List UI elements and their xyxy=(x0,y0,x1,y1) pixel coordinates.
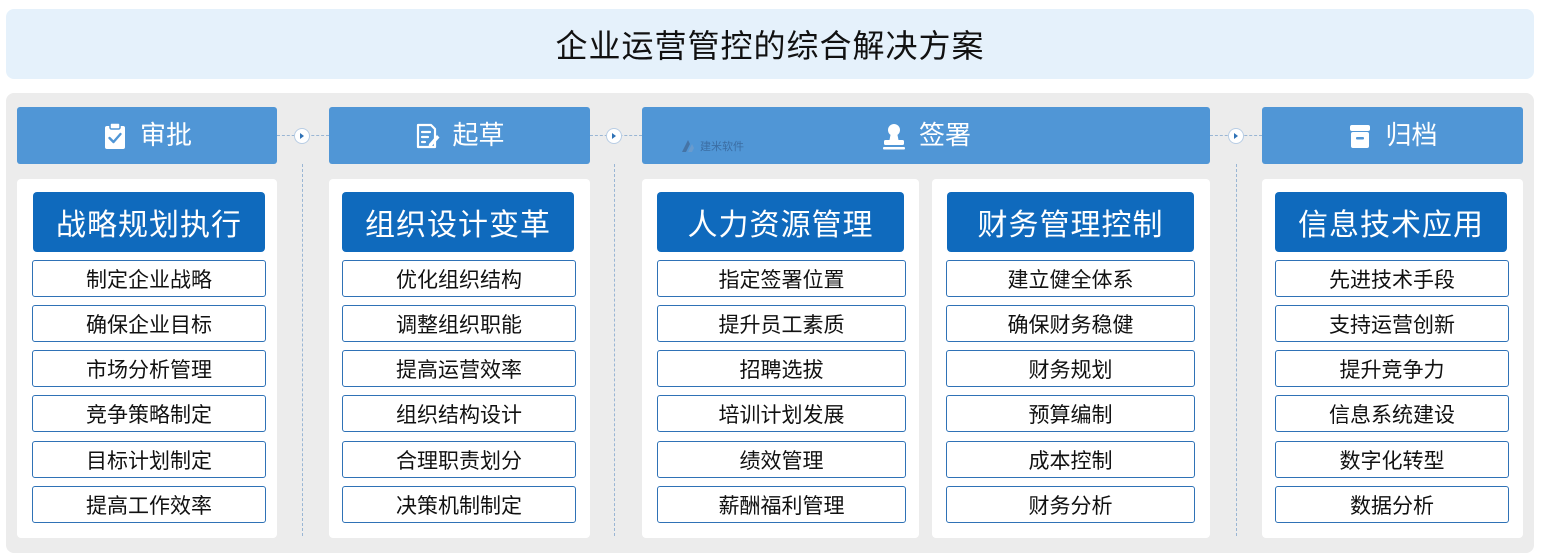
card-hr: 人力资源管理 指定签署位置 提升员工素质 招聘选拔 培训计划发展 绩效管理 薪酬… xyxy=(642,179,919,538)
divider-line xyxy=(302,164,303,536)
list-item: 招聘选拔 xyxy=(657,350,906,387)
list-item: 支持运营创新 xyxy=(1275,305,1509,342)
watermark: 建米软件 xyxy=(680,138,744,154)
clipboard-check-icon xyxy=(102,121,128,150)
title-bar: 企业运营管控的综合解决方案 xyxy=(6,9,1534,79)
list-item: 确保财务稳健 xyxy=(946,305,1195,342)
stage-approve: 审批 xyxy=(17,107,277,164)
list-item: 绩效管理 xyxy=(657,441,906,478)
card-heading: 战略规划执行 xyxy=(33,192,265,252)
list-item: 市场分析管理 xyxy=(32,350,266,387)
list-item: 财务分析 xyxy=(946,486,1195,523)
card-it: 信息技术应用 先进技术手段 支持运营创新 提升竞争力 信息系统建设 数字化转型 … xyxy=(1262,179,1523,538)
list-item: 组织结构设计 xyxy=(342,395,576,432)
chevron-right-icon xyxy=(606,128,622,144)
card-heading: 财务管理控制 xyxy=(947,192,1194,252)
card-finance: 财务管理控制 建立健全体系 确保财务稳健 财务规划 预算编制 成本控制 财务分析 xyxy=(932,179,1210,538)
stage-label: 签署 xyxy=(918,120,971,151)
list-item: 制定企业战略 xyxy=(32,260,266,297)
list-item: 提高工作效率 xyxy=(32,486,266,523)
card-heading: 人力资源管理 xyxy=(657,192,904,252)
list-item: 薪酬福利管理 xyxy=(657,486,906,523)
list-item: 财务规划 xyxy=(946,350,1195,387)
edit-document-icon xyxy=(414,122,440,150)
list-item: 调整组织职能 xyxy=(342,305,576,342)
archive-box-icon xyxy=(1347,122,1373,150)
chevron-right-icon xyxy=(294,128,310,144)
list-item: 预算编制 xyxy=(946,395,1195,432)
card-heading: 组织设计变革 xyxy=(342,192,574,252)
stage-archive: 归档 xyxy=(1262,107,1523,164)
stage-label: 起草 xyxy=(452,120,505,151)
list-item: 培训计划发展 xyxy=(657,395,906,432)
list-item: 提升员工素质 xyxy=(657,305,906,342)
watermark-text: 建米软件 xyxy=(700,140,744,153)
list-item: 数据分析 xyxy=(1275,486,1509,523)
stage-label: 审批 xyxy=(139,120,192,151)
list-item: 优化组织结构 xyxy=(342,260,576,297)
list-item: 信息系统建设 xyxy=(1275,395,1509,432)
list-item: 竞争策略制定 xyxy=(32,395,266,432)
list-item: 数字化转型 xyxy=(1275,441,1509,478)
seal-stamp-icon xyxy=(881,122,907,150)
stage-sign: 签署 xyxy=(642,107,1210,164)
watermark-logo-icon xyxy=(682,140,694,152)
stage-label: 归档 xyxy=(1385,120,1438,151)
card-heading: 信息技术应用 xyxy=(1275,192,1507,252)
card-strategy: 战略规划执行 制定企业战略 确保企业目标 市场分析管理 竞争策略制定 目标计划制… xyxy=(17,179,277,538)
chevron-right-icon xyxy=(1228,128,1244,144)
list-item: 建立健全体系 xyxy=(946,260,1195,297)
list-item: 成本控制 xyxy=(946,441,1195,478)
list-item: 目标计划制定 xyxy=(32,441,266,478)
list-item: 先进技术手段 xyxy=(1275,260,1509,297)
card-organization: 组织设计变革 优化组织结构 调整组织职能 提高运营效率 组织结构设计 合理职责划… xyxy=(329,179,590,538)
list-item: 指定签署位置 xyxy=(657,260,906,297)
divider-line xyxy=(1236,164,1237,536)
list-item: 合理职责划分 xyxy=(342,441,576,478)
page-title: 企业运营管控的综合解决方案 xyxy=(555,27,985,65)
list-item: 决策机制制定 xyxy=(342,486,576,523)
divider-line xyxy=(614,164,615,536)
list-item: 提升竞争力 xyxy=(1275,350,1509,387)
stage-draft: 起草 xyxy=(329,107,590,164)
list-item: 提高运营效率 xyxy=(342,350,576,387)
list-item: 确保企业目标 xyxy=(32,305,266,342)
